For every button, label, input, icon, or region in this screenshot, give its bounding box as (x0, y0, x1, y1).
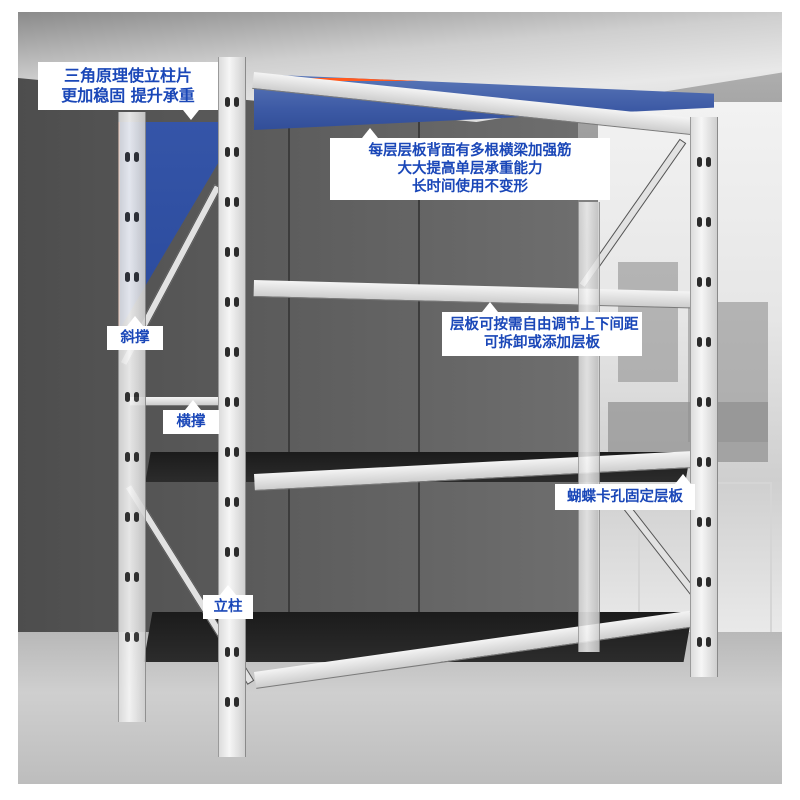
callout-text: 三角原理使立柱片 (63, 66, 192, 85)
callout-pointer (362, 128, 378, 138)
callout-text: 可拆卸或添加层板 (484, 335, 600, 352)
upright-post-front-right (690, 117, 718, 677)
callout-butterfly-holes: 蝴蝶卡孔固定层板 (555, 474, 695, 511)
upright-post-front-left (218, 57, 246, 757)
callout-text: 每层层板背面有多根横梁加强筋 (368, 143, 572, 159)
callout-pointer (675, 474, 691, 484)
wall-seam (418, 52, 420, 652)
callout-pointer (185, 400, 201, 410)
callout-text: 更加稳固 提升承重 (61, 86, 195, 105)
callout-text: 蝴蝶卡孔固定层板 (567, 489, 683, 505)
callout-shelf-reinforcement: 每层层板背面有多根横梁加强筋 大大提高单层承重能力 长时间使用不变形 (330, 128, 610, 201)
callout-pointer (220, 585, 236, 595)
upright-post-back-left (118, 112, 146, 722)
callout-pointer (482, 302, 498, 312)
horizontal-brace (130, 397, 220, 406)
callout-adjustable-shelves: 层板可按需自由调节上下间距 可拆卸或添加层板 (442, 302, 642, 357)
callout-text: 横撑 (176, 414, 206, 430)
callout-text: 大大提高单层承重能力 (397, 161, 543, 178)
callout-pointer (183, 110, 199, 120)
callout-diagonal-brace: 斜撑 (107, 316, 163, 351)
callout-horizontal-brace: 横撑 (163, 400, 219, 435)
callout-upright-post: 立柱 (203, 585, 253, 620)
callout-pointer (127, 316, 143, 326)
callout-text: 立柱 (213, 599, 243, 615)
callout-triangle-principle: 三角原理使立柱片 更加稳固 提升承重 (38, 62, 218, 120)
product-scene (18, 12, 782, 784)
upright-post-back-right (578, 202, 600, 652)
callout-text: 长时间使用不变形 (412, 179, 528, 196)
callout-text: 斜撑 (120, 330, 150, 346)
callout-text: 层板可按需自由调节上下间距 (450, 317, 639, 333)
wall-seam (288, 52, 290, 652)
